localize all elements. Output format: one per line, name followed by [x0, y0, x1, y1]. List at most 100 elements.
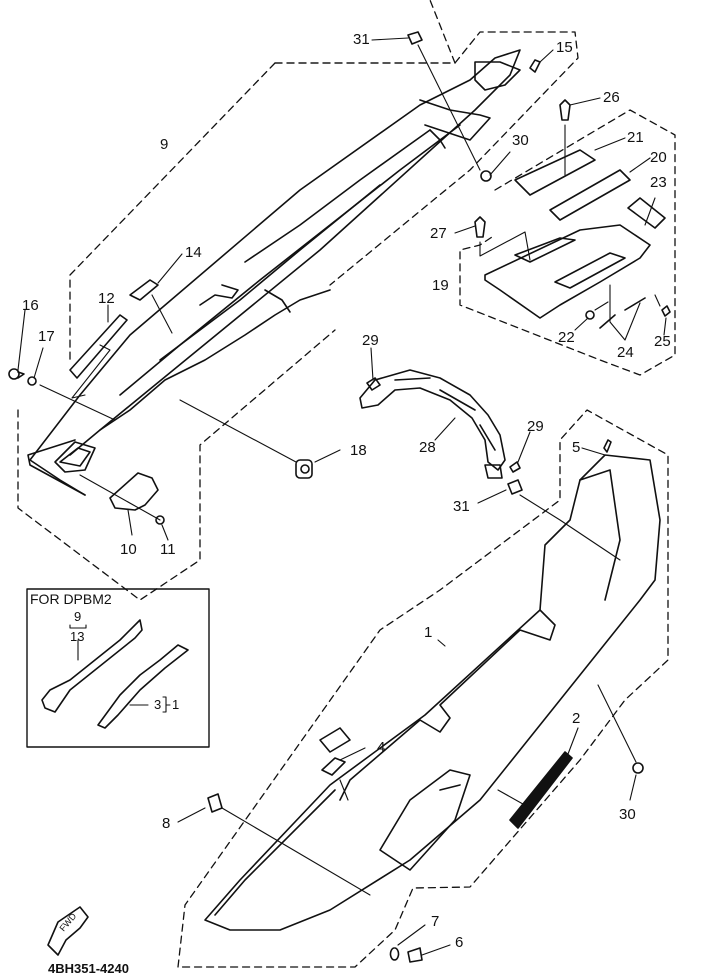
leader-29a — [370, 347, 374, 381]
callout-8: 8 — [162, 815, 171, 832]
inset-leaders — [69, 624, 149, 706]
part-29a-clip — [366, 377, 381, 391]
leader-12 — [71, 304, 111, 399]
group-boundary-1 — [177, 409, 669, 968]
part-24-springs — [599, 297, 646, 329]
leader-29b — [517, 431, 531, 463]
callout-24: 24 — [617, 344, 634, 361]
part-30b-screw — [632, 762, 644, 774]
part-31a-nut — [407, 31, 423, 45]
inset-label-13: 13 — [70, 629, 85, 644]
callout-10: 10 — [120, 541, 137, 558]
leader-2 — [497, 727, 579, 809]
part-21-pad — [514, 149, 596, 196]
leader-30a — [489, 151, 511, 176]
inset-label-1: 1 — [172, 697, 180, 712]
part-2-emblem — [509, 751, 573, 829]
callout-17: 17 — [38, 328, 55, 345]
callout-23: 23 — [650, 174, 667, 191]
inset-label-9: 9 — [74, 609, 82, 624]
leader-1 — [437, 639, 446, 647]
callout-1: 1 — [424, 624, 433, 641]
callout-20: 20 — [650, 149, 667, 166]
callout-25: 25 — [654, 333, 671, 350]
callout-15: 15 — [556, 39, 573, 56]
part-25-clip — [661, 305, 671, 317]
callout-12: 12 — [98, 290, 115, 307]
leader-23 — [644, 197, 656, 226]
part-28-grab-rail — [359, 369, 506, 479]
inset-box — [26, 588, 210, 748]
part-7-washer — [389, 947, 400, 961]
callout-21: 21 — [627, 129, 644, 146]
diagram-code: 4BH351-4240 — [48, 961, 129, 976]
callout-14: 14 — [185, 244, 202, 261]
callout-31a: 31 — [353, 31, 370, 48]
callout-29b: 29 — [527, 418, 544, 435]
callout-2: 2 — [572, 710, 581, 727]
fwd-arrow-icon — [47, 906, 89, 956]
group-boundary-9-top — [274, 31, 579, 286]
callout-6: 6 — [455, 934, 464, 951]
part-5-pin — [603, 439, 612, 453]
leader-6 — [421, 944, 451, 956]
leader-17 — [33, 347, 116, 421]
part-30a-nut — [480, 170, 492, 182]
inset-label-3: 3 — [154, 697, 162, 712]
part-19-rack — [484, 224, 651, 319]
inset-decal-13 — [41, 619, 143, 713]
leader-28 — [434, 417, 456, 441]
callout-19: 19 — [432, 277, 449, 294]
leader-11 — [161, 524, 169, 541]
callout-5: 5 — [572, 439, 581, 456]
callout-26: 26 — [603, 89, 620, 106]
leader-25 — [654, 294, 667, 336]
leader-15 — [539, 49, 554, 63]
leader-18 — [179, 399, 341, 463]
callout-29a: 29 — [362, 332, 379, 349]
part-1-side-cover — [204, 454, 661, 931]
part-16-bolt — [8, 368, 25, 380]
part-26-screw — [559, 99, 571, 121]
leader-14 — [151, 253, 183, 334]
callout-18: 18 — [350, 442, 367, 459]
group-boundary-19 — [459, 109, 676, 376]
part-31b-nut — [507, 479, 523, 495]
callout-30b: 30 — [619, 806, 636, 823]
part-17-washer — [27, 376, 37, 386]
leader-8 — [177, 807, 371, 896]
callout-9: 9 — [160, 136, 169, 153]
part-9-rail — [27, 49, 521, 496]
leader-4 — [339, 747, 366, 801]
callout-7: 7 — [431, 913, 440, 930]
part-14-clip — [129, 279, 159, 301]
callout-30a: 30 — [512, 132, 529, 149]
leader-10 — [79, 474, 161, 536]
leader-7 — [397, 924, 426, 946]
callout-22: 22 — [558, 329, 575, 346]
part-10-bracket — [109, 472, 159, 511]
inset-title: FOR DPBM2 — [30, 591, 112, 607]
callout-16: 16 — [22, 297, 39, 314]
leader-22 — [574, 301, 609, 331]
callout-27: 27 — [430, 225, 447, 242]
callout-28: 28 — [419, 439, 436, 456]
part-12-decal — [69, 314, 128, 379]
part-15-clip — [529, 59, 541, 73]
leader-24 — [609, 284, 641, 341]
inset-emblem-3 — [97, 644, 189, 729]
leader-27 — [454, 225, 531, 261]
leader-20 — [629, 157, 651, 173]
part-8-grommet — [207, 793, 223, 813]
leader-21 — [594, 137, 626, 151]
part-18-grommet — [295, 459, 313, 479]
part-29b-clip — [509, 461, 521, 473]
part-20-pad — [549, 169, 631, 221]
leader-16 — [17, 309, 26, 371]
callout-4: 4 — [377, 739, 386, 756]
part-23-decal — [627, 197, 666, 229]
part-27-screw — [474, 216, 486, 238]
inset-bracket-1 — [162, 696, 171, 713]
part-6-bolt — [407, 947, 423, 963]
